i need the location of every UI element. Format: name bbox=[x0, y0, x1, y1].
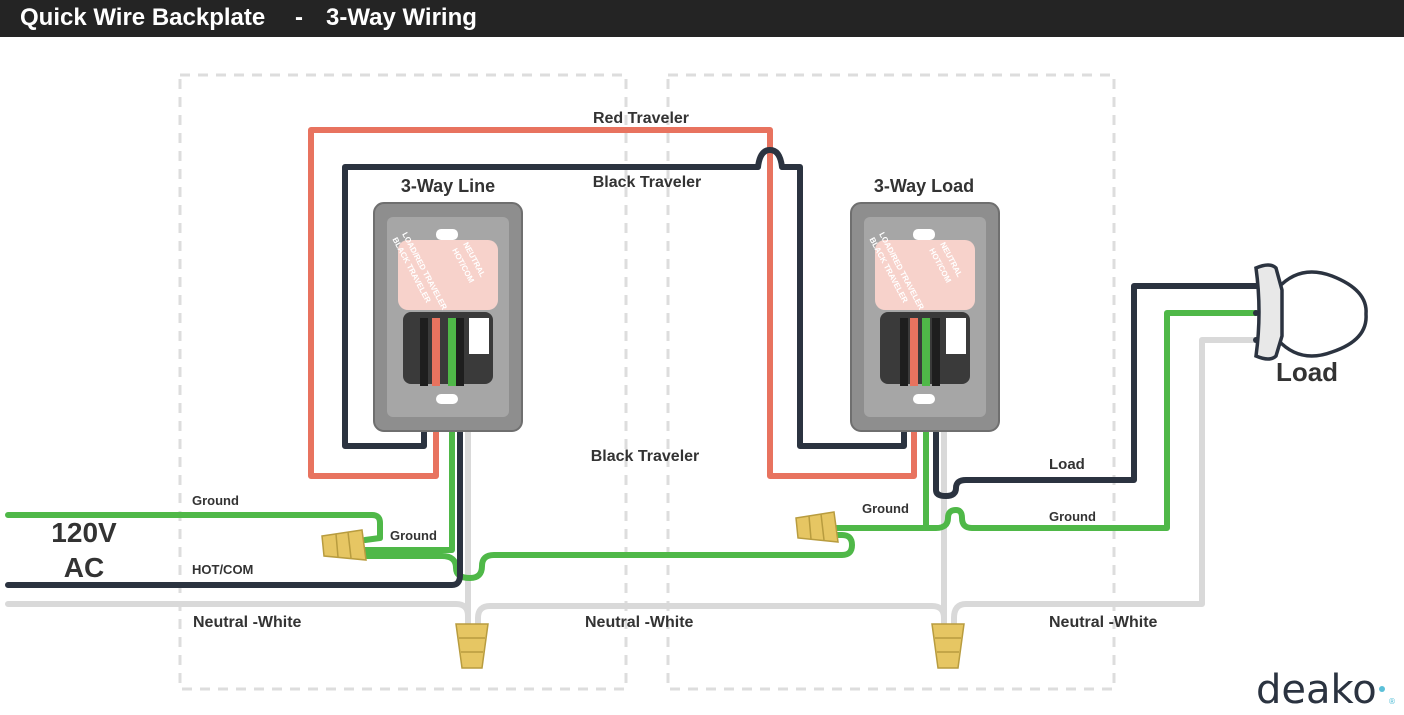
load-wire bbox=[933, 283, 1259, 499]
title-separator: - bbox=[295, 4, 303, 31]
diagram-title: Quick Wire Backplate bbox=[20, 4, 266, 31]
brand-accent-dot bbox=[1379, 686, 1385, 692]
hot-com-terminal bbox=[456, 318, 464, 386]
deako-logo: deako ® bbox=[1256, 667, 1396, 713]
neutral-terminal bbox=[946, 318, 966, 354]
ground-wires bbox=[5, 310, 1259, 581]
black-traveler-label-mid: Black Traveler bbox=[591, 448, 700, 465]
wire-nut-ground-line bbox=[321, 529, 367, 561]
ground-box-jumper-wire bbox=[362, 532, 855, 581]
switch-mount-hole-top bbox=[913, 229, 935, 240]
neutral-fixture-wire bbox=[951, 337, 1259, 633]
wire-nut-ground-load bbox=[795, 511, 839, 543]
switch-mount-hole-top bbox=[436, 229, 458, 240]
ground-terminal bbox=[922, 318, 930, 386]
black-traveler-terminal bbox=[900, 318, 908, 386]
brand-wordmark: deako bbox=[1256, 667, 1377, 713]
red-traveler-label: Red Traveler bbox=[593, 110, 689, 127]
ground-load-label: Ground bbox=[862, 501, 909, 516]
switch-3way-load: LOAD/RED TRAVELER BLACK TRAVELER HOT/COM… bbox=[850, 202, 1000, 432]
light-bulb-icon bbox=[1253, 263, 1368, 361]
ground-supply-label: Ground bbox=[192, 493, 239, 508]
electrical-box-line bbox=[178, 73, 628, 691]
brand-registered-mark: ® bbox=[1388, 697, 1396, 706]
header-bar: Quick Wire Backplate - 3-Way Wiring bbox=[0, 0, 1404, 37]
hot-com-terminal bbox=[932, 318, 940, 386]
switch-mount-hole-bottom bbox=[913, 394, 935, 404]
black-traveler-terminal bbox=[420, 318, 428, 386]
power-voltage-label: 120V bbox=[51, 517, 117, 548]
switch-label-area bbox=[398, 240, 498, 310]
diagram-subtitle: 3-Way Wiring bbox=[326, 4, 477, 31]
neutral-label-1: Neutral -White bbox=[193, 614, 302, 631]
load-switch-title: 3-Way Load bbox=[874, 176, 974, 196]
red-traveler-wire bbox=[308, 127, 917, 479]
neutral-label-3: Neutral -White bbox=[1049, 614, 1158, 631]
hot-com-wire bbox=[5, 337, 463, 588]
switch-mount-hole-bottom bbox=[436, 394, 458, 404]
fixture-load-label: Load bbox=[1276, 357, 1338, 387]
black-traveler-wire bbox=[342, 147, 907, 449]
ground-terminal bbox=[448, 318, 456, 386]
electrical-box-load bbox=[666, 73, 1116, 691]
power-ac-label: AC bbox=[64, 552, 104, 583]
ground-fixture-wire bbox=[829, 310, 1259, 531]
ground-line-label: Ground bbox=[390, 528, 437, 543]
red-traveler-terminal bbox=[432, 318, 440, 386]
black-traveler-label-top: Black Traveler bbox=[593, 174, 702, 191]
wire-nut-neutral-line bbox=[455, 623, 489, 669]
line-switch-title: 3-Way Line bbox=[401, 176, 495, 196]
ground-fixture-label: Ground bbox=[1049, 509, 1096, 524]
switch-label-area bbox=[875, 240, 975, 310]
ground-supply-wire bbox=[5, 512, 383, 543]
wire-nut-neutral-load bbox=[931, 623, 965, 669]
switch-3way-line: LOAD/RED TRAVELER BLACK TRAVELER HOT/COM… bbox=[373, 202, 523, 432]
neutral-box-jumper-wire bbox=[475, 603, 947, 633]
hot-com-label: HOT/COM bbox=[192, 562, 253, 577]
neutral-label-2: Neutral -White bbox=[585, 614, 694, 631]
load-wire-label: Load bbox=[1049, 456, 1085, 473]
neutral-terminal bbox=[469, 318, 489, 354]
black-wires bbox=[5, 147, 1259, 588]
red-traveler-terminal bbox=[910, 318, 918, 386]
